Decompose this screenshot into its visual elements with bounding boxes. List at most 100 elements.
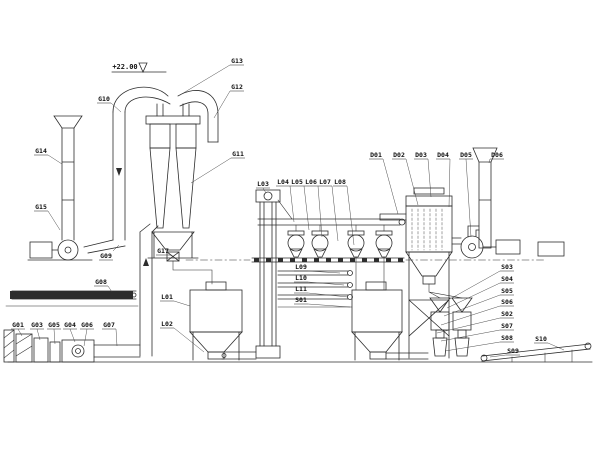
part-label-l10: L10 xyxy=(295,274,307,282)
cyclone-1-cone xyxy=(149,147,171,229)
leader-g17 xyxy=(169,254,173,257)
part-label-l09: L09 xyxy=(295,263,307,271)
part-label-l04: L04 xyxy=(277,178,289,186)
baghouse-inlet-duct xyxy=(379,213,407,221)
packer-1-bag xyxy=(432,337,448,357)
part-label-l07: L07 xyxy=(319,178,331,186)
duct-to-fan xyxy=(83,239,126,254)
burner-eye xyxy=(71,344,85,358)
silo1-screw xyxy=(221,351,257,360)
part-label-l03: L03 xyxy=(257,180,269,188)
leader-l11 xyxy=(307,292,349,298)
silo2-body xyxy=(351,289,403,333)
part-label-g14: G14 xyxy=(35,147,47,155)
product-silo-2 xyxy=(351,281,429,361)
fan-base xyxy=(27,249,93,261)
coal-hopper-hatch xyxy=(15,333,33,357)
feeder-4-flange xyxy=(375,230,393,236)
feeder-4-body xyxy=(375,234,393,252)
leader-s09 xyxy=(489,354,507,358)
screw-2-drive xyxy=(347,282,353,288)
feeder-2-flange xyxy=(311,230,329,236)
baghouse-hopper xyxy=(405,251,453,277)
burner-core xyxy=(75,348,81,354)
platform xyxy=(185,257,547,263)
grate-box xyxy=(49,341,61,363)
leader-g08 xyxy=(107,285,113,293)
column-tube xyxy=(139,223,159,357)
baghouse-structure xyxy=(408,251,450,359)
leader-l05 xyxy=(303,185,310,231)
part-label-l01: L01 xyxy=(161,293,173,301)
part-label-s10: S10 xyxy=(535,335,547,343)
leader-g11 xyxy=(190,157,232,184)
leader-s04 xyxy=(446,282,501,309)
cyclone-2-cone xyxy=(175,147,197,229)
leader-g14 xyxy=(47,154,63,165)
leader-d03 xyxy=(427,158,432,198)
screw-1 xyxy=(277,270,349,276)
part-label-l11: L11 xyxy=(295,285,307,293)
leader-s06 xyxy=(440,305,501,326)
screw-2 xyxy=(277,282,349,288)
part-label-l08: L08 xyxy=(334,178,346,186)
fan-hub xyxy=(64,246,72,254)
part-label-g17: G17 xyxy=(157,247,169,255)
feeder-drops xyxy=(295,224,385,232)
feeder-1-body xyxy=(287,234,305,252)
leader-l04 xyxy=(289,185,295,223)
part-label-g01: G01 xyxy=(12,321,24,329)
furnace-group xyxy=(3,329,141,363)
baghouse-outlet-duct xyxy=(451,237,462,245)
belt-pulley-right xyxy=(584,342,592,350)
silo1-legs xyxy=(192,331,240,361)
feeder-3-body xyxy=(347,234,365,252)
coal-hopper xyxy=(15,333,33,363)
silo1-screw-drive xyxy=(221,353,227,358)
feeder-4-cone xyxy=(377,248,391,258)
fan-motor-right xyxy=(495,239,521,255)
elevator-boot xyxy=(255,345,281,359)
cyclone-collect-hopper xyxy=(151,231,195,251)
conveyor-pulley-right xyxy=(131,292,137,298)
leader-d05 xyxy=(465,158,472,238)
packer-1-hopper xyxy=(429,297,451,313)
cyclone-outlet-tubes xyxy=(156,103,190,117)
baghouse-body xyxy=(405,205,453,253)
silo2-vent xyxy=(365,281,387,291)
duct-elbow-inner xyxy=(179,101,209,143)
silo1-discharge xyxy=(207,351,225,360)
screw-3 xyxy=(277,294,349,300)
silo1-vent xyxy=(205,281,227,291)
belt-outline xyxy=(481,343,591,362)
leader-l09 xyxy=(307,270,341,274)
wall-hatch xyxy=(3,329,15,359)
leader-s05 xyxy=(443,294,501,317)
part-label-g07: G07 xyxy=(103,321,115,329)
part-label-g15: G15 xyxy=(35,203,47,211)
belt-pulley-left xyxy=(480,354,488,362)
feeder-units xyxy=(287,224,393,291)
baghouse-airlock xyxy=(422,275,436,285)
exhaust-fan xyxy=(460,225,565,259)
belt-supports xyxy=(511,349,573,363)
exhaust-stack-right xyxy=(472,147,498,249)
cyclone-supports xyxy=(147,231,199,259)
fan-left xyxy=(27,239,93,261)
feeder-3-cone xyxy=(349,248,363,258)
part-label-s02: S02 xyxy=(501,310,513,318)
packing-machines xyxy=(428,283,473,357)
part-label-s08: S08 xyxy=(501,334,513,342)
leader-l01 xyxy=(173,300,191,307)
part-label-s01: S01 xyxy=(295,296,307,304)
leader-s02 xyxy=(436,317,501,334)
leader-d02 xyxy=(405,158,419,206)
leader-s03 xyxy=(449,270,501,300)
feeder-3-flange xyxy=(347,230,365,236)
combustion-chamber xyxy=(61,339,95,363)
raw-feed-conveyor xyxy=(10,290,138,300)
drying-column xyxy=(139,223,159,357)
leader-g09 xyxy=(112,244,120,252)
part-label-g12: G12 xyxy=(231,83,243,91)
stack-right-tube xyxy=(478,161,492,249)
